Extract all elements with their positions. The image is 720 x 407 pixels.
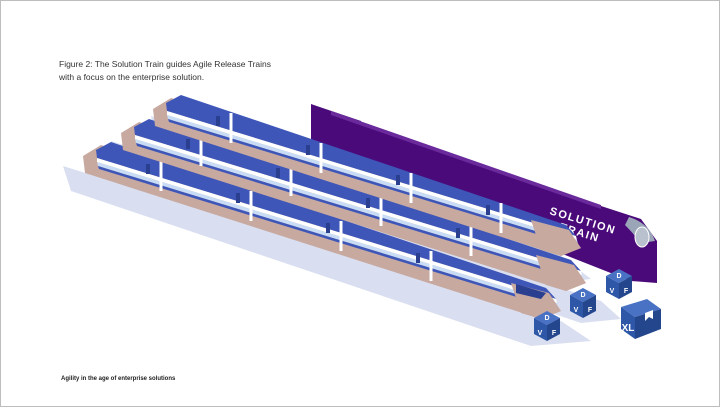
- dvf-cube-2: D V F: [570, 288, 596, 318]
- caption-line-1: Figure 2: The Solution Train guides Agil…: [59, 59, 271, 69]
- cube-1-right: F: [552, 330, 557, 337]
- cube-2-right: F: [588, 307, 593, 314]
- solution-train-stripe: [331, 111, 601, 209]
- cube-2-top: D: [580, 292, 585, 299]
- cube-3-top: D: [616, 273, 621, 280]
- art-train-middle: [121, 119, 586, 291]
- dvf-cube-1: D V F: [534, 311, 560, 341]
- xl-box: XL: [621, 299, 661, 339]
- cube-1-top: D: [544, 315, 549, 322]
- cube-3-right: F: [624, 288, 629, 295]
- cube-2-left: V: [574, 307, 579, 314]
- caption-line-2: with a focus on the enterprise solution.: [59, 72, 205, 82]
- xl-label: XL: [622, 323, 635, 334]
- footer-text: Agility in the age of enterprise solutio…: [61, 376, 176, 382]
- art-train-front: [83, 142, 561, 319]
- art-train-back: [153, 95, 581, 256]
- cube-1-left: V: [538, 330, 543, 337]
- solution-train-headlight: [634, 226, 650, 248]
- figure-caption: Figure 2: The Solution Train guides Agil…: [59, 58, 319, 84]
- dvf-cube-3: D V F: [606, 269, 632, 299]
- cube-3-left: V: [610, 288, 615, 295]
